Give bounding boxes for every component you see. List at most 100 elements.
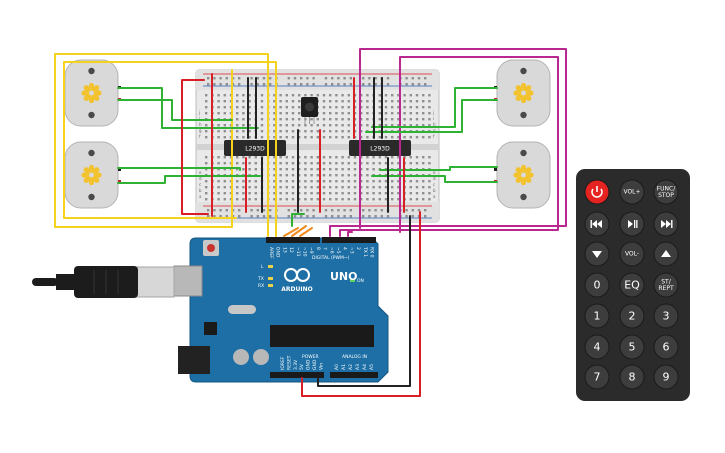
- remote-button-eq[interactable]: EQ: [619, 272, 645, 298]
- breadboard-hole: [341, 100, 344, 103]
- breadboard-hole: [273, 112, 276, 115]
- breadboard-hole: [316, 94, 319, 97]
- breadboard-hole: [248, 100, 251, 103]
- remote-button-vol[interactable]: VOL+: [619, 179, 645, 205]
- breadboard-hole: [260, 94, 264, 97]
- breadboard-hole: [415, 136, 419, 139]
- breadboard-hole: [322, 198, 326, 201]
- breadboard-row-letter: i: [199, 116, 200, 121]
- remote-button-up[interactable]: [653, 241, 679, 267]
- breadboard-hole: [343, 77, 346, 80]
- breadboard-hole: [304, 192, 307, 195]
- breadboard-hole: [372, 156, 375, 159]
- breadboard-hole: [378, 156, 381, 159]
- breadboard-hole: [428, 106, 431, 109]
- breadboard-hole: [213, 77, 216, 80]
- breadboard-hole: [273, 186, 276, 189]
- breadboard-hole: [372, 192, 375, 195]
- breadboard-hole: [349, 83, 352, 86]
- breadboard-hole: [353, 186, 357, 189]
- breadboard-hole: [341, 118, 344, 121]
- driver-chip-right[interactable]: L293D: [349, 140, 411, 156]
- remote-button-down[interactable]: [584, 241, 610, 267]
- remote-button-func-stop[interactable]: FUNC/STOP: [653, 179, 679, 205]
- breadboard-hole: [322, 124, 326, 127]
- breadboard-hole: [291, 112, 295, 115]
- remote-button-5[interactable]: 5: [619, 334, 645, 360]
- remote-button-1[interactable]: 1: [584, 303, 610, 329]
- breadboard-hole: [349, 215, 352, 218]
- breadboard-hole: [304, 174, 307, 177]
- remote-button-0[interactable]: 0: [584, 272, 610, 298]
- breadboard-hole: [248, 192, 251, 195]
- breadboard-hole: [298, 106, 301, 109]
- remote-button-previous[interactable]: [584, 211, 610, 237]
- remote-button-label: 5: [629, 341, 636, 354]
- dc-motor-1[interactable]: [64, 59, 121, 127]
- breadboard-hole: [238, 77, 241, 80]
- ir-receiver[interactable]: [301, 97, 318, 124]
- power-pin-label: Vin: [318, 363, 324, 370]
- usb-cable: [32, 266, 175, 298]
- breadboard-hole: [236, 180, 239, 183]
- power-pin-label: 5V: [299, 363, 305, 370]
- breadboard-hole: [260, 136, 264, 139]
- breadboard-hole: [322, 94, 326, 97]
- breadboard-hole: [422, 186, 425, 189]
- breadboard-hole: [329, 100, 332, 103]
- dc-motor-4[interactable]: [494, 141, 551, 209]
- breadboard-hole: [417, 83, 421, 86]
- breadboard-hole: [312, 215, 315, 218]
- breadboard-hole: [422, 124, 425, 127]
- breadboard-hole: [242, 162, 245, 165]
- breadboard-hole: [205, 198, 208, 201]
- breadboard-hole: [378, 112, 381, 115]
- breadboard-hole: [260, 130, 264, 133]
- breadboard-hole: [409, 106, 412, 109]
- remote-button-vol[interactable]: VOL-: [619, 241, 645, 267]
- breadboard-hole: [262, 83, 266, 86]
- breadboard-hole: [236, 156, 239, 159]
- remote-button-power[interactable]: [584, 179, 610, 205]
- remote-button-7[interactable]: 7: [584, 364, 610, 390]
- breadboard-hole: [428, 192, 431, 195]
- breadboard-hole: [324, 83, 328, 86]
- breadboard-hole: [417, 77, 421, 80]
- dc-motor-3[interactable]: [494, 59, 551, 127]
- remote-button-label: ST/: [661, 278, 671, 285]
- breadboard-hole: [225, 77, 228, 80]
- breadboard-hole: [329, 198, 332, 201]
- breadboard-hole: [391, 94, 394, 97]
- remote-button-st-rept[interactable]: ST/REPT: [653, 272, 679, 298]
- breadboard-hole: [349, 77, 352, 80]
- remote-button-9[interactable]: 9: [653, 364, 679, 390]
- breadboard-hole: [205, 94, 208, 97]
- breadboard-hole: [391, 106, 394, 109]
- breadboard-hole: [223, 186, 226, 189]
- breadboard-hole: [285, 124, 288, 127]
- breadboard-hole: [285, 112, 288, 115]
- driver-chip-left[interactable]: L293D: [224, 140, 286, 156]
- remote-button-3[interactable]: 3: [653, 303, 679, 329]
- breadboard-hole: [386, 215, 390, 218]
- breadboard-hole: [374, 209, 377, 212]
- digital-pin-label: ~11: [295, 247, 301, 257]
- remote-button-4[interactable]: 4: [584, 334, 610, 360]
- remote-button-8[interactable]: 8: [619, 364, 645, 390]
- breadboard-hole: [322, 186, 326, 189]
- remote-button-next[interactable]: [653, 211, 679, 237]
- breadboard-hole: [291, 174, 295, 177]
- breadboard-hole: [422, 118, 425, 121]
- breadboard-hole: [316, 156, 319, 159]
- breadboard-hole: [304, 130, 307, 133]
- remote-button-6[interactable]: 6: [653, 334, 679, 360]
- arduino-uno-board[interactable]: L TX RX ON ARDUINO UNO DIGITAL (PWM~) PO…: [173, 237, 389, 383]
- breadboard-row-letter: a: [199, 194, 202, 199]
- breadboard-hole: [285, 130, 288, 133]
- remote-button-play-pause[interactable]: [619, 211, 645, 237]
- remote-button-2[interactable]: 2: [619, 303, 645, 329]
- dc-motor-2[interactable]: [64, 141, 121, 209]
- driver-chip-right-label: L293D: [370, 146, 390, 153]
- breadboard-hole: [372, 168, 375, 171]
